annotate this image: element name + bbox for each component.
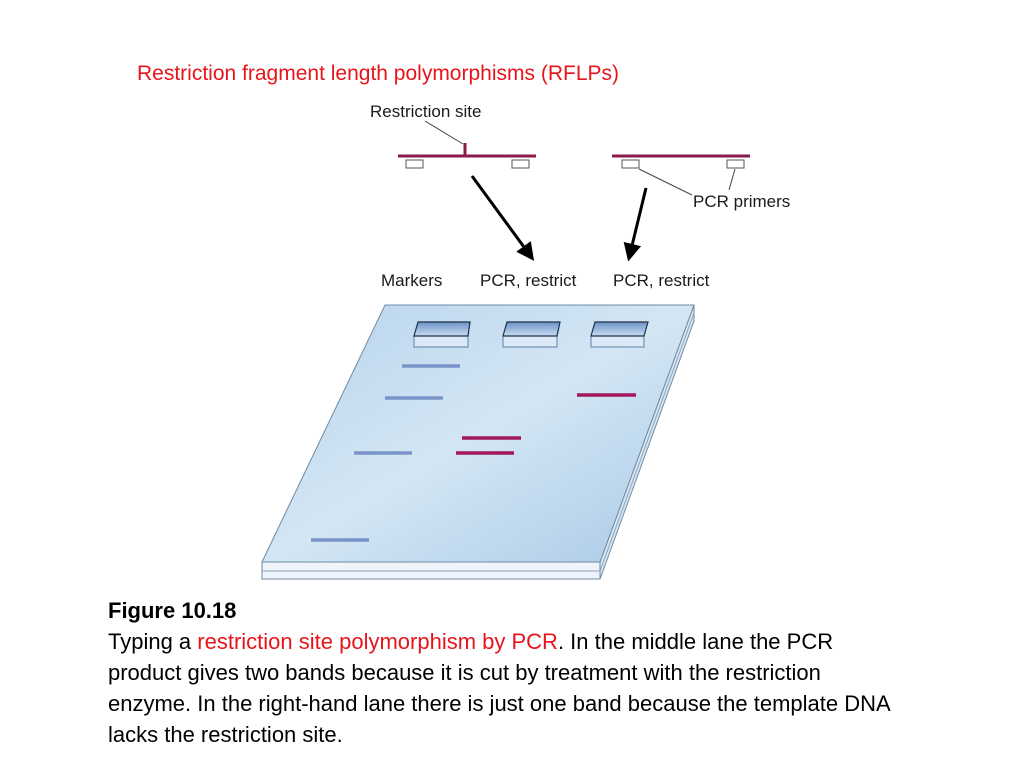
restriction-site-label: Restriction site [370,102,481,121]
figure-label: Figure 10.18 [108,598,237,623]
gel-layer-line-right [599,312,695,572]
primer-right-1 [621,159,640,169]
well-middle [502,321,561,348]
slide-title: Restriction fragment length polymorphism… [137,62,619,85]
pcr-primers-leader-1 [638,168,693,196]
dna-template-without-site [612,154,750,169]
primer-right-2 [726,159,745,169]
lane-label-right: PCR, restrict [613,271,710,290]
well-right [590,321,649,348]
arrow-to-right-lane [623,187,648,262]
lane-label-middle: PCR, restrict [480,271,577,290]
figure-caption: Figure 10.18 Typing a restriction site p… [108,595,908,750]
restriction-site-leader [424,120,464,145]
primer-left-1 [405,159,424,169]
caption-highlight: restriction site polymorphism by PCR [197,629,558,654]
caption-text-part2: . In the middle lane the PCR product giv… [108,629,890,747]
dna-template-with-site [398,143,536,169]
gel-top-face [261,304,695,563]
gel [261,304,695,580]
arrow-to-middle-lane [470,175,535,261]
caption-text-part1: Typing a [108,629,198,654]
pcr-primers-leader-2 [728,168,736,191]
primer-left-2 [511,159,530,169]
bands [311,364,636,542]
well-markers [413,321,471,348]
lane-label-markers: Markers [381,271,442,290]
pcr-primers-label: PCR primers [693,192,790,211]
wells [413,321,649,348]
